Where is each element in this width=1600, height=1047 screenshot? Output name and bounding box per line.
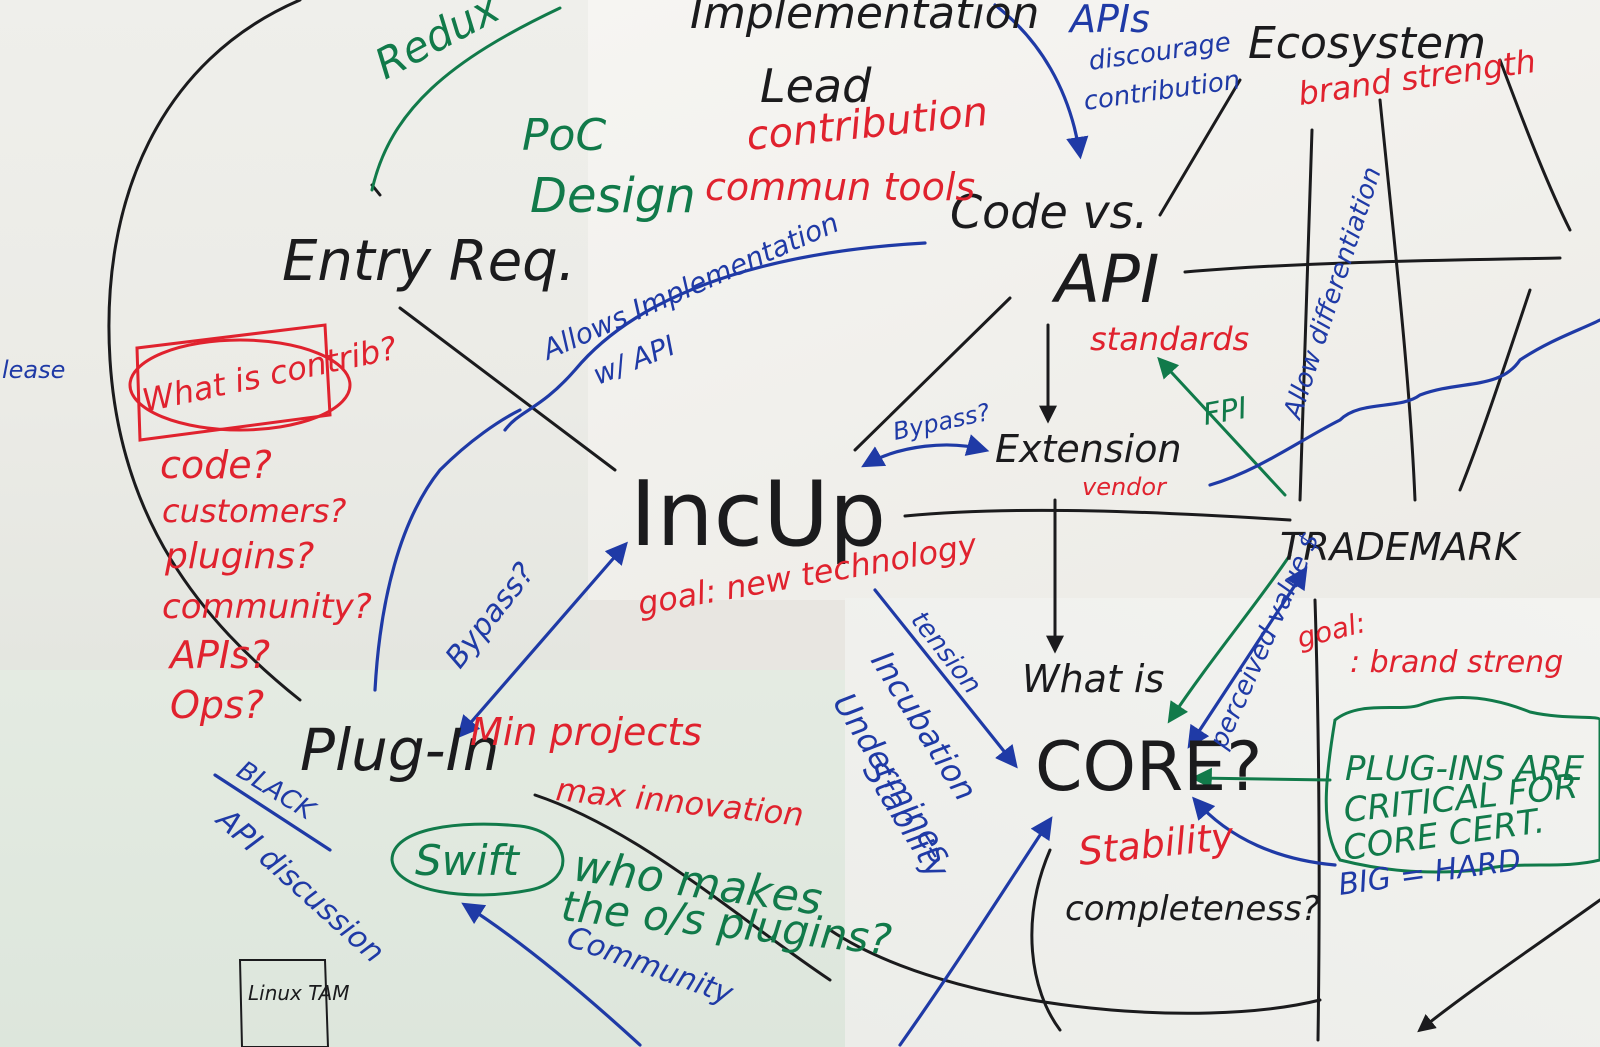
plugins-q-label: plugins? [164, 536, 314, 577]
allows-impl-label: Allows Implementation [536, 206, 844, 367]
max-innovation-label: max innovation [554, 770, 805, 834]
bottom-loop-curve [828, 928, 1322, 1015]
vendor-label: vendor [1082, 473, 1168, 501]
ops-q-label: Ops? [170, 683, 264, 727]
entry-req-label: Entry Req. [282, 229, 576, 294]
completeness-label: completeness? [1065, 889, 1320, 929]
contrib-rect [135, 323, 332, 442]
standards-label: standards [1090, 320, 1249, 358]
big-hard-arrow [1192, 796, 1337, 867]
cloud-scribble [1208, 318, 1600, 487]
community-q-label: community? [162, 587, 372, 627]
blue-connector-lines [213, 3, 1600, 1047]
implementation-label: Implementation [690, 0, 1039, 39]
outer-loop-curve [107, 0, 302, 702]
code-to-incup-line [853, 296, 1012, 452]
commun-tools-label: commun tools [705, 165, 975, 209]
extension-label: Extension [995, 427, 1182, 471]
entry-to-incup-line [398, 306, 617, 472]
grid-vertical-1 [1298, 128, 1314, 502]
plugin-to-allows-curve [373, 408, 522, 692]
api-label: API [1051, 241, 1159, 318]
core-label: CORE? [1035, 728, 1262, 807]
apis-q-label: APIs? [167, 633, 270, 677]
what-is-label: What is [1022, 657, 1164, 701]
apis-discourage-arrow [993, 3, 1089, 160]
lead-label: Lead [760, 59, 872, 113]
fpi-label: FPI [1200, 391, 1250, 433]
perceived-value-arrow [1187, 566, 1308, 749]
customers-q-label: customers? [162, 492, 346, 530]
black-connector-lines [107, 0, 1600, 1042]
photo-tile-bottom-left [0, 670, 850, 1047]
incup-trademark-line [903, 508, 1292, 522]
community-arrow [461, 902, 642, 1047]
plug-in-label: Plug-In [300, 716, 499, 784]
bypass-top-label: Bypass? [890, 398, 992, 446]
incup-label: IncUp [630, 462, 886, 567]
api-horizontal-line [1183, 256, 1562, 274]
bypass-top-arrow [861, 434, 990, 468]
poc-label: PoC [522, 110, 606, 161]
bypass-left-arrow [457, 541, 628, 739]
ecosystem-label: Ecosystem [1248, 18, 1486, 69]
grid-vertical-3 [1498, 58, 1572, 232]
swift-label: Swift [415, 836, 520, 885]
grid-diagonal [1458, 288, 1532, 492]
stability-red-label: Stability [1076, 814, 1236, 874]
plugins-are-label: PLUG-INS ARE [1345, 749, 1585, 789]
api-discussion-label: API discussion [208, 801, 391, 971]
plugins-cloud [1324, 695, 1600, 874]
core-up-arrow [898, 816, 1053, 1047]
trademark-label: TRADEMARK [1280, 525, 1522, 569]
redux-label: Redux [367, 0, 509, 89]
allow-diff-label: Allow differentiation [1278, 163, 1388, 424]
code-q-label: code? [160, 443, 272, 487]
contrib-box [128, 323, 352, 442]
swift-circle [390, 822, 565, 897]
redux-arc [370, 6, 562, 192]
contrib-ellipse [128, 338, 352, 432]
brand-strength2-label: : brand streng [1350, 645, 1563, 680]
core-down-curve [1030, 848, 1062, 1032]
tension-arrow [873, 588, 1018, 769]
plugin-lower-curve [533, 793, 832, 982]
grid-vertical-2 [1378, 98, 1417, 502]
fpi-arrow [1157, 356, 1287, 497]
apis-label: APIs [1067, 0, 1150, 41]
plugins-to-core-arrow [1190, 767, 1332, 789]
right-bottom-arrow [1417, 898, 1600, 1033]
min-projects-label: Min projects [470, 710, 702, 754]
photo-tile-top-right [588, 0, 1600, 600]
small-box [238, 959, 330, 1047]
release-label: lease [2, 356, 65, 384]
black-api-underline [213, 773, 332, 852]
ecosystem-line-left [1158, 78, 1242, 217]
design-label: Design [530, 168, 696, 224]
small-box-label: Linux TAM [248, 981, 350, 1005]
allows-impl-line [503, 241, 927, 432]
right-vertical-line [1313, 598, 1321, 1042]
code-vs-label: Code vs. [950, 185, 1148, 239]
